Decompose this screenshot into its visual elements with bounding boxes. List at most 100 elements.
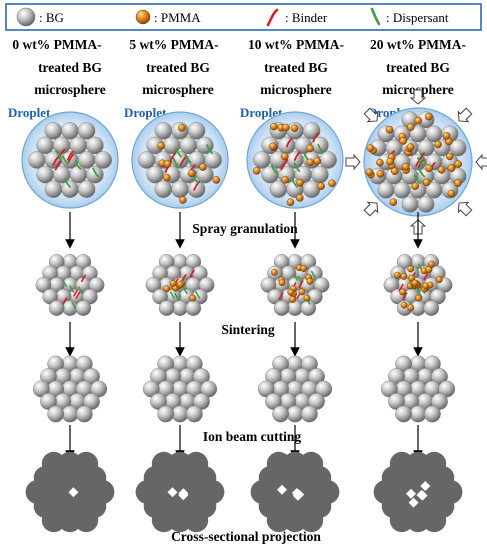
col4-title-line1: 20 wt% PMMA- — [370, 37, 466, 52]
binder-strand — [75, 291, 81, 300]
cross-section-disc — [135, 480, 160, 504]
pmma-particle — [454, 179, 462, 187]
pmma-particle — [376, 170, 385, 178]
pmma-particle — [386, 157, 395, 166]
bg-sphere — [44, 180, 63, 198]
col2-title-line1: 5 wt% PMMA- — [129, 37, 218, 52]
dispersant-strand — [61, 279, 68, 288]
bg-sphere — [393, 181, 411, 199]
pmma-particle — [402, 162, 410, 171]
sintered-sphere — [286, 405, 304, 423]
binder-strand — [402, 292, 408, 300]
pore — [167, 487, 178, 498]
bg-sphere — [311, 165, 329, 184]
pmma-particle — [163, 160, 172, 168]
granule-sphere — [313, 277, 330, 293]
pmma-particle — [435, 276, 443, 284]
pmma-particle — [389, 198, 398, 206]
col1-title-line3: microsphere — [34, 82, 106, 97]
pmma-particle — [454, 160, 463, 168]
pmma-particle — [406, 143, 415, 151]
binder-strand — [54, 160, 62, 171]
dispersant-icon — [370, 7, 381, 26]
pressure-arrow — [457, 201, 473, 217]
granule-sphere — [145, 277, 162, 293]
dispersant-strand — [418, 167, 426, 178]
dispersant-strand — [69, 285, 75, 293]
pmma-particle — [411, 182, 420, 190]
pmma-particle — [414, 116, 423, 125]
stage-spray-granulation: Spray granulation — [192, 221, 298, 236]
dispersant-strand — [55, 149, 63, 160]
cross-section-disc — [151, 508, 176, 533]
bg-sphere — [69, 165, 88, 184]
pmma-particle — [313, 157, 322, 165]
pore — [406, 488, 416, 499]
pmma-particle — [399, 288, 407, 296]
pmma-particle — [306, 158, 314, 167]
dispersant-strand — [293, 162, 301, 172]
dispersant-strand — [182, 286, 188, 295]
col3-title-line2: treated BG — [264, 60, 328, 75]
pore — [277, 484, 287, 495]
cross-section-disc — [184, 508, 209, 533]
sintered-sphere — [171, 405, 189, 423]
dispersant-strand — [317, 143, 324, 154]
dispersant-strand — [420, 152, 427, 163]
dispersant-strand — [417, 157, 424, 167]
pmma-particle — [212, 176, 221, 184]
pmma-particle — [317, 182, 325, 190]
sintered-sphere — [61, 405, 79, 423]
pore — [417, 490, 428, 501]
bg-sphere — [86, 165, 104, 184]
bg-sphere — [36, 136, 54, 155]
binder-strand — [312, 132, 320, 143]
cross-section-disc — [200, 480, 225, 504]
bg-sphere — [86, 136, 104, 155]
granule-sphere — [158, 300, 175, 316]
granule-sphere — [75, 300, 92, 316]
bg-sphere — [425, 125, 443, 143]
dispersant-strand — [74, 160, 82, 170]
cross-section-disc — [299, 508, 324, 533]
stage-sintering: Sintering — [221, 322, 275, 337]
col3-title-line1: 10 wt% PMMA- — [248, 37, 344, 52]
dispersant-strand — [293, 273, 299, 282]
bg-sphere — [179, 136, 198, 155]
dispersant-strand — [173, 292, 180, 301]
bg-sphere — [253, 151, 271, 169]
granule-sphere — [172, 300, 188, 316]
pmma-particle — [169, 279, 177, 287]
cross-section-disc — [41, 508, 66, 533]
sintered-sphere — [157, 405, 175, 423]
pressure-arrow — [363, 107, 379, 123]
stage-cross-sectional-projection: Cross-sectional projection — [171, 529, 321, 544]
bg-sphere — [302, 122, 321, 140]
legend-label-bg: : BG — [39, 10, 64, 25]
pmma-particle — [270, 268, 278, 276]
granule-sphere — [383, 277, 400, 293]
pmma-particle — [252, 166, 261, 175]
pmma-particle — [270, 122, 278, 131]
pmma-particle — [177, 124, 186, 132]
pressure-arrow — [345, 153, 361, 171]
droplet-label-1: Droplet — [8, 105, 51, 120]
dispersant-strand — [92, 167, 100, 178]
pmma-particle — [445, 152, 454, 161]
col1-title-line1: 0 wt% PMMA- — [12, 37, 101, 52]
pmma-particle — [295, 194, 304, 202]
granule-sphere — [273, 300, 290, 316]
pmma-particle — [280, 152, 289, 161]
sintered-sphere — [409, 405, 427, 423]
cross-section-disc — [266, 451, 291, 476]
dispersant-strand — [172, 157, 180, 168]
stage-ion-beam-cutting: Ion beam cutting — [203, 429, 302, 444]
legend-label-pmma: : PMMA — [154, 10, 201, 25]
pmma-particle — [406, 123, 415, 131]
pmma-particle — [399, 137, 408, 145]
legend: : BG : PMMA : Binder : Dispersant — [5, 3, 482, 31]
pmma-particle — [289, 296, 296, 303]
pmma-particle — [407, 304, 415, 312]
bg-sphere — [138, 151, 156, 169]
